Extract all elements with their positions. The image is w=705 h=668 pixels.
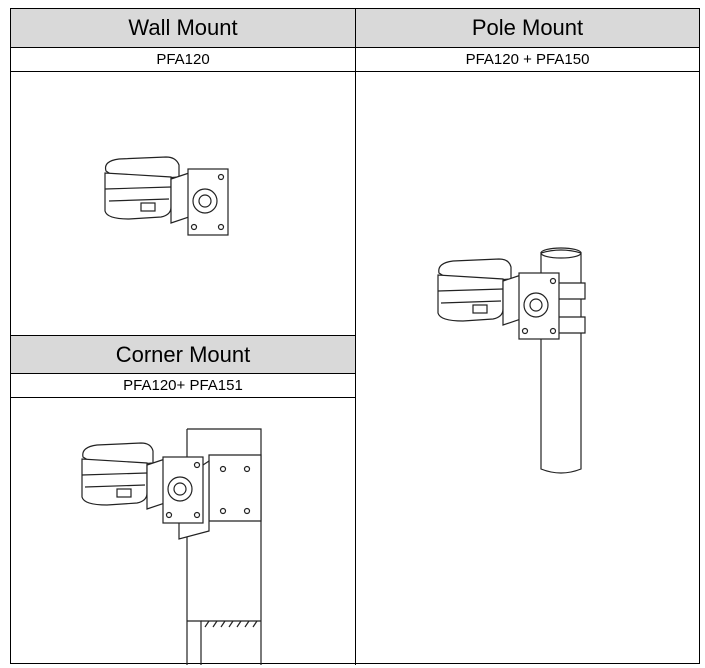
corner-mount-header: Corner Mount [11, 335, 355, 374]
corner-mount-model-row: PFA120+ PFA151 [11, 374, 355, 398]
wall-mount-model: PFA120 [156, 51, 210, 68]
pole-mount-title: Pole Mount [471, 15, 584, 40]
wall-mount-header: Wall Mount [11, 9, 355, 48]
pole-mount-header: Pole Mount [356, 9, 699, 48]
mount-table: Wall Mount Pole Mount PFA120 PFA120 + PF… [10, 8, 700, 665]
pole-mount-illustration [437, 247, 586, 474]
corner-mount-model: PFA120+ PFA151 [123, 377, 243, 394]
wall-mount-illustration [104, 156, 229, 236]
pole-mount-model: PFA120 + PFA150 [465, 51, 590, 68]
column-divider [355, 9, 356, 665]
corner-mount-title: Corner Mount [115, 341, 251, 367]
pole-mount-model-row: PFA120 + PFA150 [356, 48, 699, 72]
corner-mount-illustration [81, 428, 262, 665]
wall-mount-title: Wall Mount [128, 15, 238, 40]
wall-mount-model-row: PFA120 [11, 48, 355, 72]
